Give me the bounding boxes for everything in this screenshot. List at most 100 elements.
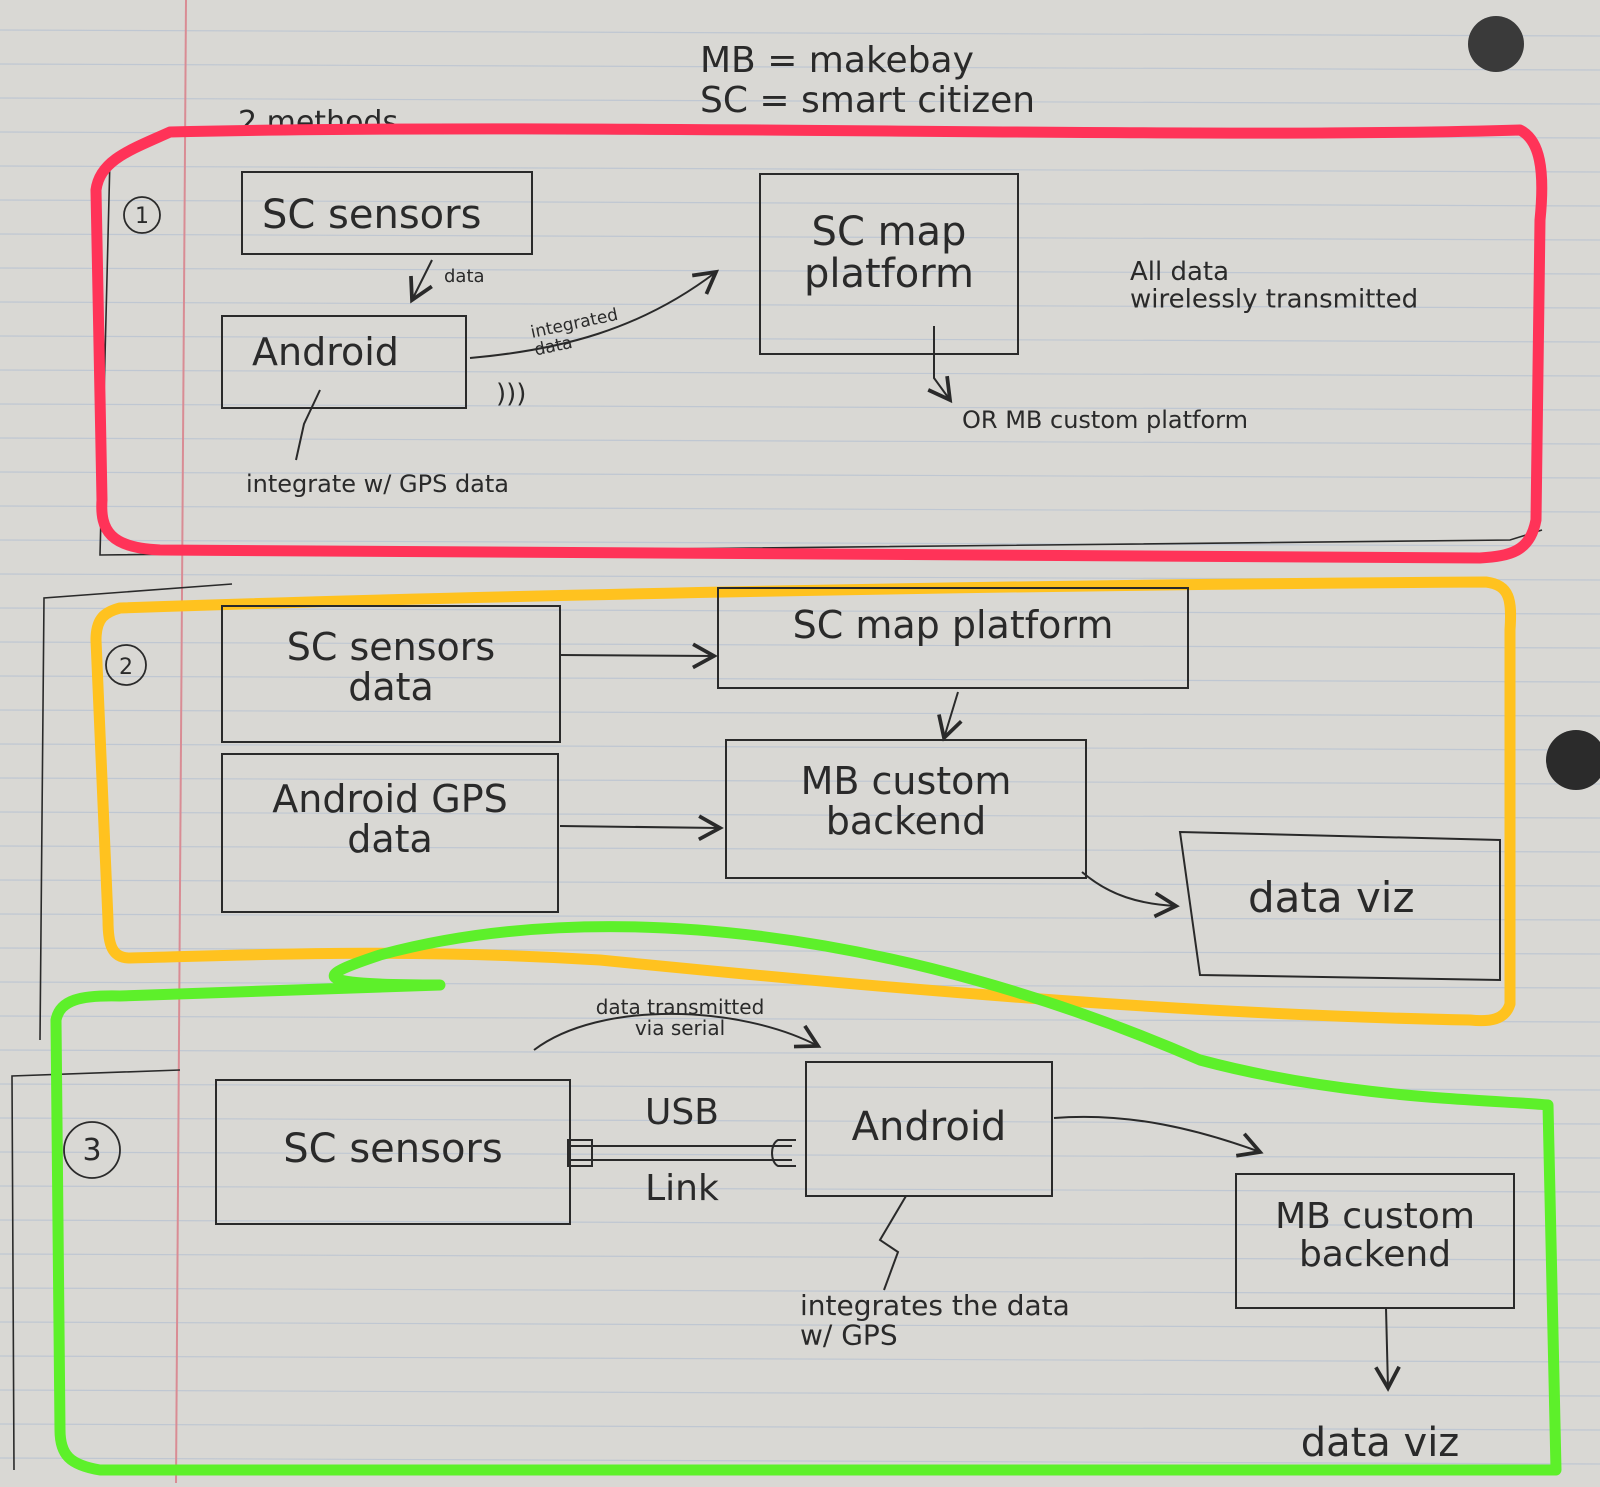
method-3-mb-backend-box (1235, 1173, 1515, 1309)
ruled-line (0, 63, 1600, 71)
ruled-line (0, 29, 1600, 37)
method-3-data-viz: data viz (1301, 1420, 1460, 1466)
method-3-serial-arrow (533, 1012, 822, 1051)
ruled-line (0, 1457, 1600, 1465)
method-1-sc-map-platform-box (759, 173, 1019, 355)
method-2-mb-backend-box (725, 739, 1087, 879)
ruled-line (0, 709, 1600, 717)
method-2-android-gps-box (221, 753, 559, 913)
ruled-line (0, 471, 1600, 479)
punch-hole-top (1468, 16, 1524, 72)
method-2-number-circle (105, 644, 147, 686)
method-1-android-to-platform-arrow (469, 269, 720, 359)
ruled-lines (0, 29, 1600, 1465)
ruled-line (0, 879, 1600, 887)
method-1-sensor-to-android-arrow (409, 259, 433, 304)
method-1-sc-sensors: SC sensors (262, 192, 481, 238)
ruled-line (0, 437, 1600, 445)
method-3-android-to-backend-arrow (1053, 1115, 1264, 1158)
method-3-android-box (805, 1061, 1053, 1197)
method-3-number-circle (63, 1121, 121, 1179)
method-3-backend-to-viz-arrow (1374, 1307, 1401, 1392)
ruled-line (0, 335, 1600, 343)
ruled-line (0, 1355, 1600, 1363)
method-3-usb: USB (645, 1092, 719, 1133)
method-1-integrate-gps: integrate w/ GPS data (246, 470, 509, 498)
punch-hole-middle (1546, 730, 1600, 790)
ruled-line (0, 1049, 1600, 1057)
ruled-line (0, 981, 1600, 989)
ruled-line (0, 1151, 1600, 1159)
ruled-line (0, 539, 1600, 547)
ruled-line (0, 913, 1600, 921)
ruled-line (0, 1287, 1600, 1295)
method-2-backend-to-viz-arrow (1081, 871, 1180, 919)
ruled-line (0, 777, 1600, 785)
method-2-sc-map-platform: SC map platform (793, 603, 1114, 647)
method-3-usb-plug (567, 1139, 593, 1167)
method-2-data-viz: data viz (1248, 873, 1415, 922)
ruled-line (0, 301, 1600, 309)
ruled-line (0, 743, 1600, 751)
ruled-line (0, 267, 1600, 275)
ruled-line (0, 675, 1600, 683)
ruled-line (0, 403, 1600, 411)
method-2-data-viz-box (1178, 830, 1501, 982)
method-2-sensors-to-platform-arrow (559, 642, 718, 670)
method-3-pencil-bracket (11, 1069, 181, 1471)
ruled-line (0, 1389, 1600, 1397)
ruled-line (0, 165, 1600, 173)
ruled-line (0, 1321, 1600, 1329)
method-1-or-mb-custom: OR MB custom platform (962, 406, 1248, 434)
method-1-sc-sensors-box (241, 171, 533, 255)
method-3-sc-sensors-box (215, 1079, 571, 1225)
legend-mb: MB = makebay (700, 40, 974, 81)
method-1-gps-pointer (295, 389, 321, 461)
ruled-line (0, 811, 1600, 819)
ruled-line (0, 369, 1600, 377)
method-1-android: Android (252, 330, 399, 374)
method-1-platform-to-mb-arrow (927, 326, 953, 404)
ruled-line (0, 607, 1600, 615)
method-2-number: 2 (119, 655, 133, 680)
ruled-line (0, 641, 1600, 649)
ruled-line (0, 1423, 1600, 1431)
method-1-highlight-box (90, 123, 1548, 564)
method-3-number: 3 (82, 1133, 101, 1168)
method-3-usb-socket (771, 1139, 796, 1167)
method-3-android: Android (852, 1104, 1007, 1150)
method-1-android-box (221, 315, 467, 409)
method-3-highlight-box (50, 921, 1562, 1476)
method-2-sc-map-platform-box (717, 587, 1189, 689)
ruled-line (0, 233, 1600, 241)
ruled-line (0, 1117, 1600, 1125)
method-3-link: Link (645, 1168, 719, 1209)
ruled-line (0, 1219, 1600, 1227)
method-1-number-circle (123, 196, 161, 234)
method-1-number: 1 (135, 204, 149, 229)
ruled-line (0, 199, 1600, 207)
method-2-android-to-backend-arrow (559, 814, 724, 842)
method-2-sc-sensors-box (221, 605, 561, 743)
method-3-sc-sensors: SC sensors (283, 1126, 502, 1172)
legend-sc: SC = smart citizen (700, 80, 1035, 121)
method-2-pencil-bracket (39, 583, 233, 1041)
method-1-wireless-symbol: ))) (496, 379, 526, 409)
ruled-line (0, 505, 1600, 513)
ruled-line (0, 1185, 1600, 1193)
margin-line (175, 0, 187, 1484)
ruled-line (0, 97, 1600, 105)
ruled-line (0, 1253, 1600, 1261)
method-3-usb-cable (570, 1145, 792, 1161)
